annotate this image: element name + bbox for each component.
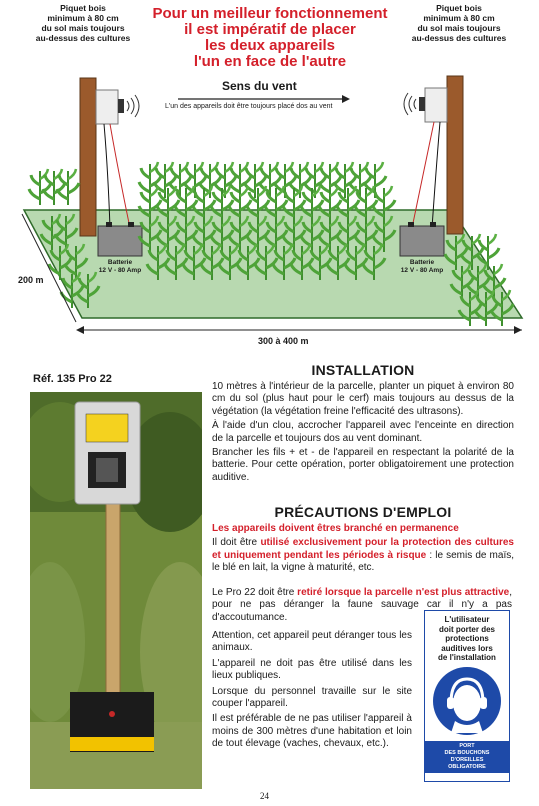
wind-title: Sens du vent	[222, 79, 297, 93]
product-photo	[30, 392, 202, 789]
precautions-column-text: Attention, cet appareil peut déranger to…	[212, 630, 412, 751]
dim-side-label: 200 m	[18, 275, 44, 285]
reference-label: Réf. 135 Pro 22	[33, 373, 112, 385]
right-speaker-box	[424, 87, 448, 123]
installation-text: 10 mètres à l'intérieur de la parcelle, …	[212, 381, 514, 484]
installation-paragraph: 10 mètres à l'intérieur de la parcelle, …	[212, 381, 514, 417]
precautions-narrow-text: Le Pro 22 doit être retiré lorsque la pa…	[212, 587, 512, 626]
left-battery	[97, 222, 143, 257]
precautions-title: PRÉCAUTIONS D'EMPLOI	[274, 504, 452, 520]
precaution-paragraph: Attention, cet appareil peut déranger to…	[212, 630, 412, 654]
left-post	[79, 77, 97, 237]
dim-bottom-label: 300 à 400 m	[258, 336, 309, 346]
field-diagram	[21, 75, 524, 334]
right-post	[446, 75, 464, 235]
side-dimension-line	[21, 213, 77, 323]
right-battery	[399, 222, 445, 257]
wind-note: L'un des appareils doit être toujours pl…	[165, 103, 333, 110]
installation-paragraph: Brancher les fils + et - de l'appareil e…	[212, 447, 514, 483]
installation-paragraph: À l'aide d'un clou, accrocher l'appareil…	[212, 420, 514, 444]
precautions-text: Les appareils doivent êtres branché en p…	[212, 523, 514, 577]
precaution-paragraph: Il est préférable de ne pas utiliser l'a…	[212, 713, 412, 750]
red-warning-line: Les appareils doivent êtres branché en p…	[212, 523, 459, 534]
precaution-paragraph: Il doit être utilisé exclusivement pour …	[212, 537, 515, 574]
ear-protection-icon	[433, 666, 501, 735]
page-number: 24	[260, 791, 269, 801]
precaution-paragraph: L'appareil ne doit pas être utilisé dans…	[212, 657, 412, 682]
installation-title: INSTALLATION	[311, 362, 415, 378]
precaution-paragraph: Lorsque du personnel travaille sur le si…	[212, 685, 412, 710]
left-speaker-box	[95, 89, 119, 125]
precaution-paragraph: Le Pro 22 doit être retiré lorsque la pa…	[212, 587, 512, 623]
